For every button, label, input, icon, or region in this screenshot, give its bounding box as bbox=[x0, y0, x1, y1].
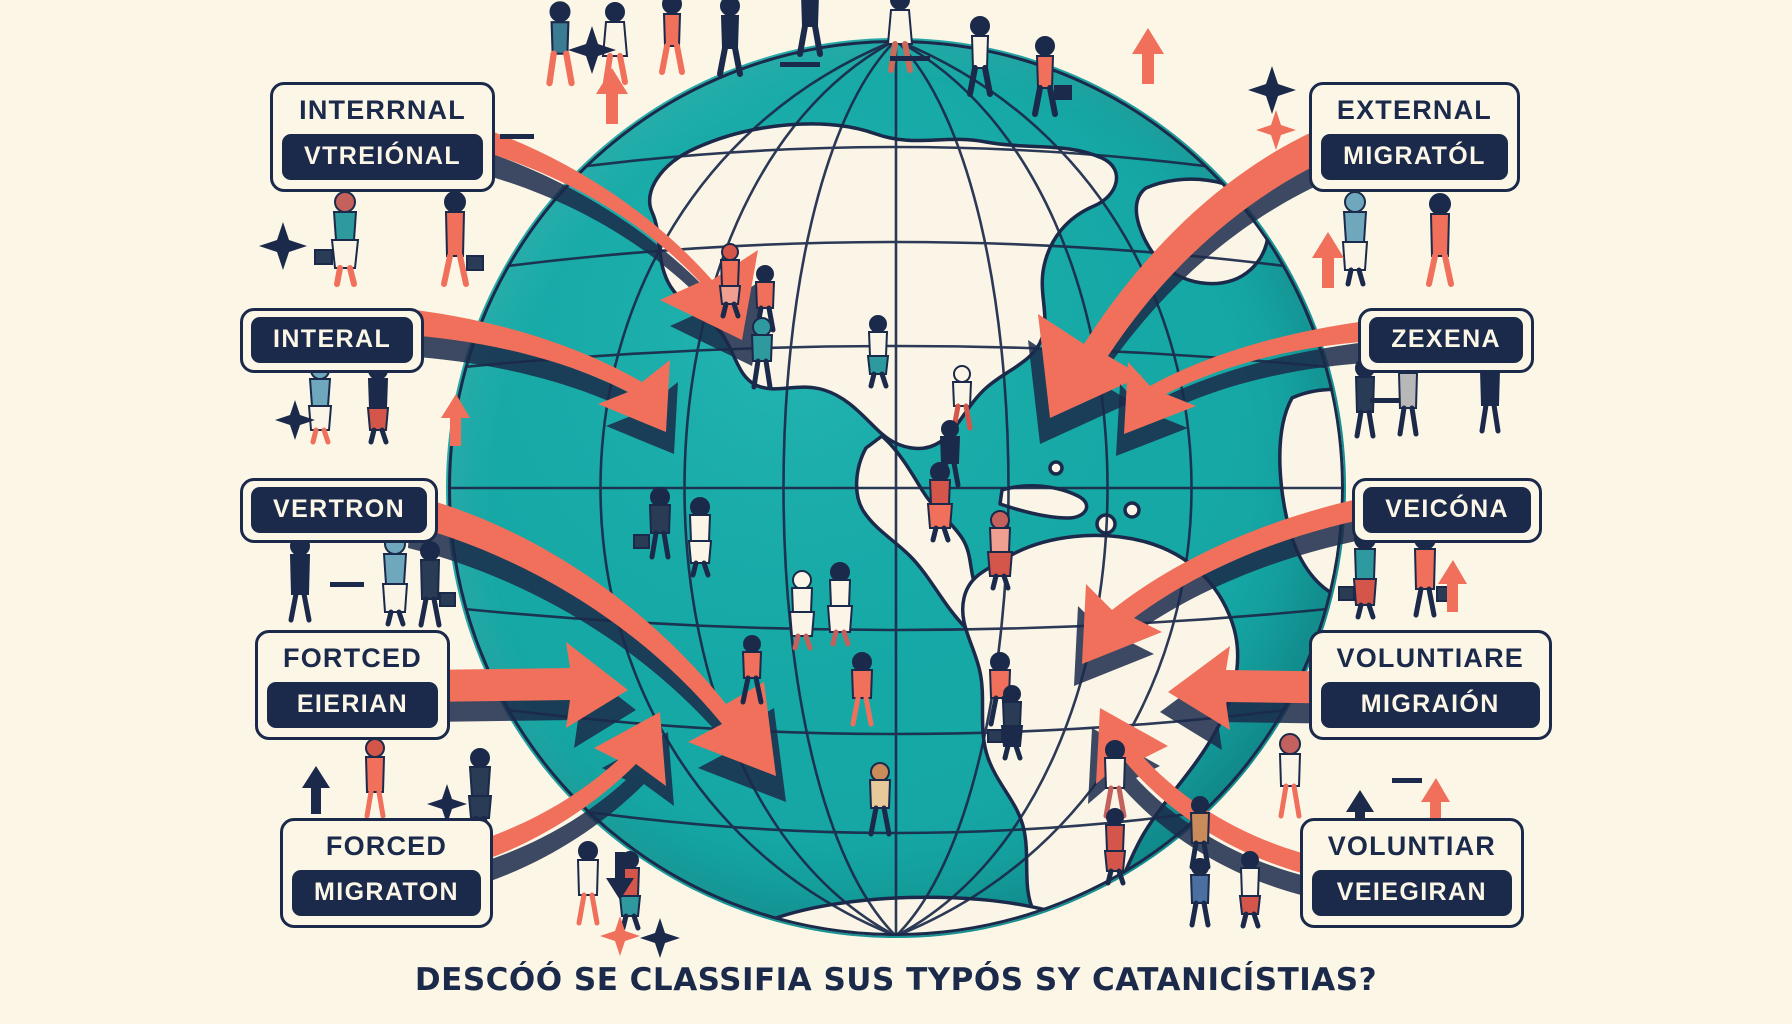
label-subtitle: VEICÓNA bbox=[1363, 487, 1531, 533]
label-box[interactable]: FORTCED EIERIAN bbox=[255, 630, 450, 740]
label-fortced-eierian[interactable]: FORTCED EIERIAN bbox=[255, 630, 450, 740]
figure bbox=[381, 533, 409, 627]
label-subtitle: MIGRATON bbox=[292, 870, 481, 916]
globe bbox=[446, 38, 1346, 938]
globe-graticule-and-land bbox=[448, 40, 1344, 936]
label-title: INTERRNAL bbox=[299, 95, 466, 125]
sparkle-icon bbox=[259, 222, 307, 270]
label-title: VOLUNTIARE bbox=[1336, 643, 1524, 673]
figure bbox=[307, 360, 333, 445]
arrow-up-icon bbox=[1438, 560, 1467, 612]
label-title: FORTCED bbox=[283, 643, 422, 673]
dash-icon bbox=[330, 582, 364, 587]
label-box[interactable]: ZEXENA bbox=[1358, 308, 1534, 373]
figure bbox=[288, 536, 312, 623]
label-subtitle: ZEXENA bbox=[1369, 317, 1523, 363]
label-box[interactable]: VOLUNTIAR VEIEGIRAN bbox=[1299, 818, 1524, 928]
label-box[interactable]: VEICÓNA bbox=[1352, 478, 1542, 543]
sparkle-icon bbox=[275, 400, 315, 440]
label-interal[interactable]: INTERAL bbox=[240, 308, 425, 373]
dash-icon bbox=[1370, 398, 1400, 403]
label-zexena[interactable]: ZEXENA bbox=[1358, 308, 1534, 373]
label-internal-vtreional[interactable]: INTERRNAL VTREIÓNAL bbox=[270, 82, 496, 192]
label-subtitle: MIGRATÓL bbox=[1320, 134, 1508, 180]
figure bbox=[366, 360, 390, 445]
label-subtitle: VEIEGIRAN bbox=[1311, 870, 1512, 916]
label-subtitle: INTERAL bbox=[251, 317, 414, 363]
label-vertron[interactable]: VERTRON bbox=[240, 478, 439, 543]
label-subtitle: MIGRAIÓN bbox=[1320, 682, 1540, 728]
figure bbox=[314, 191, 360, 287]
label-box[interactable]: FORCED MIGRATON bbox=[280, 818, 493, 928]
figure bbox=[364, 738, 386, 819]
label-subtitle: EIERIAN bbox=[267, 682, 438, 728]
label-box[interactable]: EXTERNAL MIGRATÓL bbox=[1308, 82, 1520, 192]
figure bbox=[1341, 191, 1369, 287]
label-title: VOLUNTIAR bbox=[1327, 831, 1496, 861]
label-subtitle: VERTRON bbox=[251, 487, 428, 533]
label-box[interactable]: INTERAL bbox=[240, 308, 425, 373]
label-veicona[interactable]: VEICÓNA bbox=[1352, 478, 1542, 543]
label-box[interactable]: VOLUNTIARE MIGRAIÓN bbox=[1308, 630, 1552, 740]
label-box[interactable]: VERTRON bbox=[240, 478, 439, 543]
label-title: FORCED bbox=[325, 831, 448, 861]
label-voluntiare-migraion[interactable]: VOLUNTIARE MIGRAIÓN bbox=[1308, 630, 1552, 740]
label-external-migratol[interactable]: EXTERNAL MIGRATÓL bbox=[1308, 82, 1520, 192]
figure bbox=[1426, 193, 1454, 287]
label-forced-migraton[interactable]: FORCED MIGRATON bbox=[280, 818, 493, 928]
dash-icon bbox=[1392, 778, 1422, 783]
arrow-up-icon bbox=[302, 766, 330, 814]
caption-text: DESCÓÓ SE CLASSIFIA SUS TYPÓS SY CATANIC… bbox=[414, 962, 1378, 998]
label-box[interactable]: INTERRNAL VTREIÓNAL bbox=[270, 82, 496, 192]
label-title: EXTERNAL bbox=[1336, 95, 1492, 125]
label-subtitle: VTREIÓNAL bbox=[282, 134, 484, 180]
label-voluntiar-veiegiran[interactable]: VOLUNTIAR VEIEGIRAN bbox=[1299, 818, 1524, 928]
